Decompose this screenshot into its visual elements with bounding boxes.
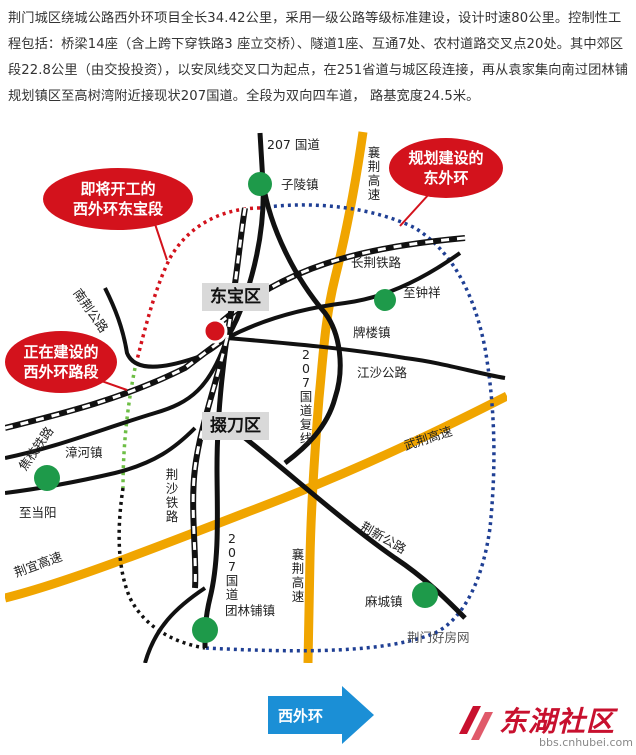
road-map: 即将开工的 西外环东宝段 规划建设的 东外环 正在建设的 西外环路段 东宝区 掇…	[5, 128, 507, 663]
label-tuanlinpu: 团林铺镇	[225, 603, 276, 618]
label-zhidangyang: 至当阳	[19, 505, 57, 520]
west-ring-arrow-button[interactable]: 西外环	[268, 686, 376, 744]
label-ziling: 子陵镇	[281, 177, 319, 192]
callout-west-line2: 西外环路段	[23, 363, 99, 381]
callout-west-ring: 正在建设的 西外环路段	[5, 331, 117, 393]
jingxin-road	[243, 436, 467, 620]
callout-dongbao-section: 即将开工的 西外环东宝段	[43, 168, 193, 230]
label-xiangjing-top: 襄荆高速	[367, 145, 381, 202]
label-jingsha-rail: 荆沙铁路	[165, 467, 179, 524]
label-g207-bottom: 207国道	[225, 531, 239, 602]
callout-pointer-east	[399, 192, 431, 227]
label-xiangjing-bottom: 襄荆高速	[291, 547, 305, 604]
callout-east-line1: 规划建设的	[408, 149, 484, 167]
bottom-road	[143, 586, 207, 663]
wujing-highway	[5, 391, 507, 603]
label-pailou: 牌楼镇	[353, 325, 391, 340]
west-connector	[5, 337, 229, 460]
label-macheng: 麻城镇	[365, 594, 403, 609]
g207-second	[260, 182, 343, 465]
zhongxiang-road	[226, 251, 462, 340]
north-railway	[224, 207, 248, 339]
label-g207-top: 207 国道	[267, 137, 320, 152]
site-logo-url: bbs.cnhubei.com	[539, 736, 633, 749]
callout-dongbao-line2: 西外环东宝段	[72, 200, 163, 218]
site-logo-icon	[459, 706, 493, 740]
arrow-shape	[268, 686, 374, 744]
dongbao-center-marker	[202, 318, 228, 344]
zhizhongxiang-town-dot	[374, 289, 396, 311]
label-jiangsha: 江沙公路	[357, 365, 408, 380]
label-zhizhongxiang: 至钟祥	[403, 285, 441, 300]
callout-west-line1: 正在建设的	[23, 343, 99, 361]
g207-south	[202, 337, 230, 649]
ziling-town-dot	[248, 172, 272, 196]
macheng-town-dot	[412, 582, 438, 608]
label-zhanghe: 漳河镇	[65, 445, 103, 460]
label-g207-mid: 207国道复线	[299, 347, 313, 446]
west-ring-planned	[133, 206, 261, 369]
callout-east-line2: 东外环	[423, 169, 469, 187]
site-logo[interactable]: 东湖社区 bbs.cnhubei.com	[455, 696, 633, 752]
site-logo-text: 东湖社区	[499, 705, 616, 738]
watermark: 荆门好房网	[407, 630, 470, 645]
jiangsha-road	[226, 336, 506, 380]
district-duodao: 掇刀区	[202, 412, 269, 440]
zhanghe-town-dot	[34, 465, 60, 491]
callout-east-ring: 规划建设的 东外环	[389, 138, 503, 198]
jingsha-railway	[190, 337, 230, 589]
district-dongbao: 东宝区	[202, 283, 269, 311]
tuanlinpu-town-dot	[192, 617, 218, 643]
map-graphic	[5, 131, 507, 663]
intro-paragraph: 荆门城区绕城公路西外环项目全长34.42公里，采用一级公路等级标准建设，设计时速…	[8, 11, 628, 104]
jiaozhi-railway	[5, 335, 229, 431]
label-changjing-rail: 长荆铁路	[351, 255, 402, 270]
east-ring	[204, 203, 496, 653]
west-ring-lower	[117, 487, 206, 650]
callout-dongbao-line1: 即将开工的	[80, 180, 156, 198]
west-ring-arrow-label: 西外环	[278, 707, 324, 725]
